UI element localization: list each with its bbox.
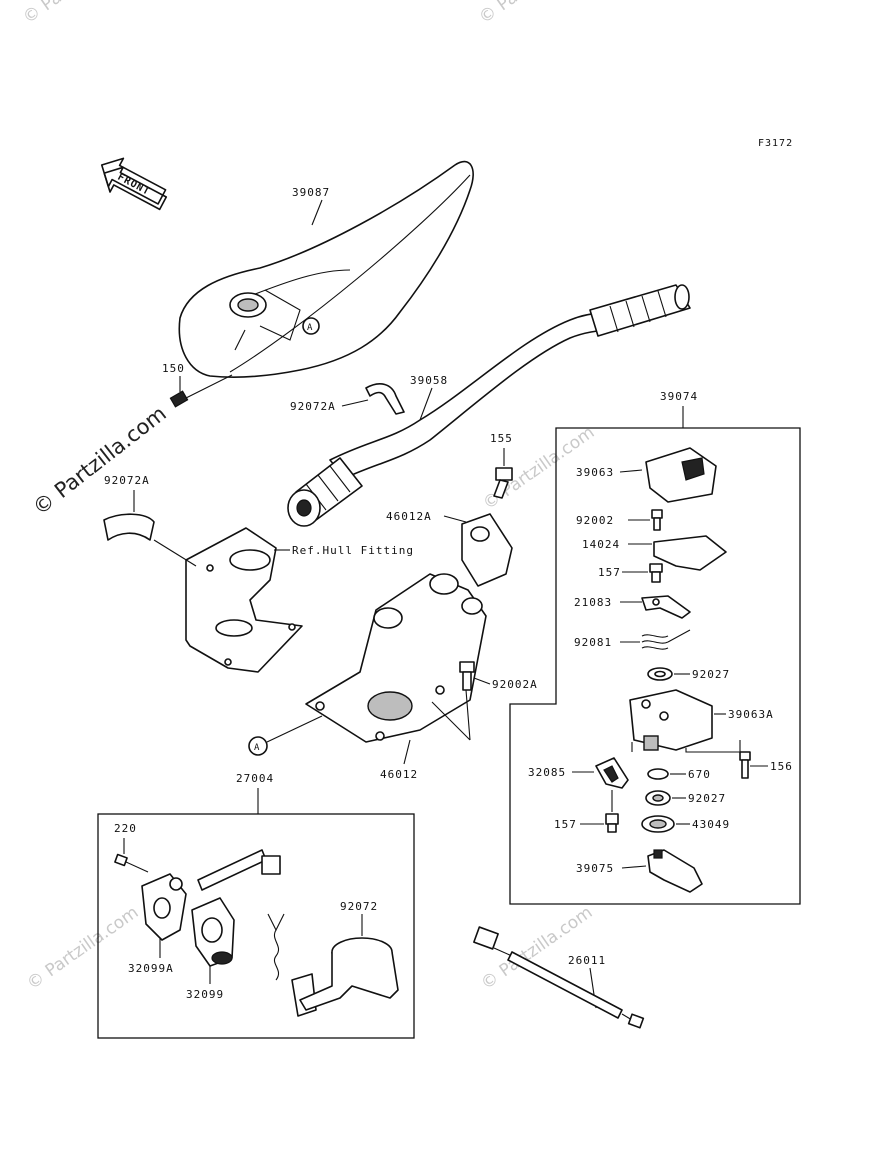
part-26011-cable[interactable] — [473, 926, 645, 1029]
part-92002A-bolt[interactable] — [459, 661, 475, 691]
label-46012: 46012 — [380, 768, 418, 781]
label-92072: 92072 — [340, 900, 378, 913]
part-92072A-band-top[interactable] — [365, 383, 405, 415]
part-46012A-clamp[interactable] — [461, 513, 513, 587]
label-92072A-left: 92072A — [104, 474, 150, 487]
part-wire-lead[interactable] — [197, 849, 281, 891]
callout-a-bottom: A — [254, 743, 260, 753]
part-43049-seal[interactable] — [641, 815, 675, 833]
label-670: 670 — [688, 768, 711, 781]
part-155-bolt[interactable] — [493, 467, 513, 499]
assembly-39074-frame — [509, 427, 801, 905]
part-hull-bracket[interactable] — [185, 527, 303, 673]
label-157-b: 157 — [554, 818, 577, 831]
label-14024: 14024 — [582, 538, 620, 551]
part-92002-screw[interactable] — [651, 509, 663, 531]
label-220: 220 — [114, 822, 137, 835]
part-92027-washer-b[interactable] — [645, 790, 671, 806]
part-39087-cover[interactable] — [178, 160, 474, 378]
reference-text: Ref.Hull Fitting — [292, 544, 414, 557]
watermark-main: © Partzilla.com — [28, 401, 170, 520]
label-92002: 92002 — [576, 514, 614, 527]
part-156-bolt[interactable] — [739, 751, 751, 779]
part-92072-clamp[interactable] — [299, 937, 399, 1011]
label-92027-a: 92027 — [692, 668, 730, 681]
label-92072A-top: 92072A — [290, 400, 336, 413]
label-27004: 27004 — [236, 772, 274, 785]
part-32099A-switch[interactable] — [141, 873, 187, 941]
label-156: 156 — [770, 760, 793, 773]
watermark-faint: © Partzilla.com — [475, 0, 594, 28]
label-92002A: 92002A — [492, 678, 538, 691]
watermark-faint: © Partzilla.com — [23, 902, 142, 994]
part-92027-washer-a[interactable] — [647, 667, 673, 681]
callout-a-top: A — [307, 323, 313, 333]
watermark-faint: © Partzilla.com — [19, 0, 138, 28]
part-14024-plate[interactable] — [653, 535, 727, 571]
part-39058-handlebar[interactable] — [287, 284, 691, 527]
label-155: 155 — [490, 432, 513, 445]
label-32099A: 32099A — [128, 962, 174, 975]
part-157-bolt-a[interactable] — [649, 563, 663, 583]
part-39075-lever[interactable] — [647, 849, 703, 893]
label-21083: 21083 — [574, 596, 612, 609]
label-26011: 26011 — [568, 954, 606, 967]
label-32085: 32085 — [528, 766, 566, 779]
label-39058: 39058 — [410, 374, 448, 387]
label-46012A: 46012A — [386, 510, 432, 523]
part-46012-riser[interactable] — [305, 573, 487, 743]
part-92072A-band-left[interactable] — [103, 513, 155, 541]
part-39063A-housing[interactable] — [629, 689, 713, 751]
label-39063A: 39063A — [728, 708, 774, 721]
assembly-27004-frame — [97, 813, 415, 1039]
part-150-screw[interactable] — [169, 374, 233, 408]
label-150: 150 — [162, 362, 185, 375]
label-43049: 43049 — [692, 818, 730, 831]
part-220-screw[interactable] — [114, 853, 149, 873]
label-92081: 92081 — [574, 636, 612, 649]
label-39063: 39063 — [576, 466, 614, 479]
part-39063-cover[interactable] — [645, 447, 717, 503]
part-32099-switch[interactable] — [191, 897, 235, 967]
part-92081-spring[interactable] — [641, 629, 691, 650]
part-21083-lever[interactable] — [641, 595, 691, 619]
front-arrow-icon: FRONT — [100, 157, 168, 211]
part-670-oring[interactable] — [647, 768, 669, 780]
label-39074: 39074 — [660, 390, 698, 403]
label-32099: 32099 — [186, 988, 224, 1001]
part-157-bolt-b[interactable] — [605, 790, 619, 833]
label-39075: 39075 — [576, 862, 614, 875]
part-32085-lever[interactable] — [595, 757, 629, 789]
label-39087: 39087 — [292, 186, 330, 199]
label-157-a: 157 — [598, 566, 621, 579]
label-92027-b: 92027 — [688, 792, 726, 805]
figure-code: F3172 — [758, 138, 793, 149]
